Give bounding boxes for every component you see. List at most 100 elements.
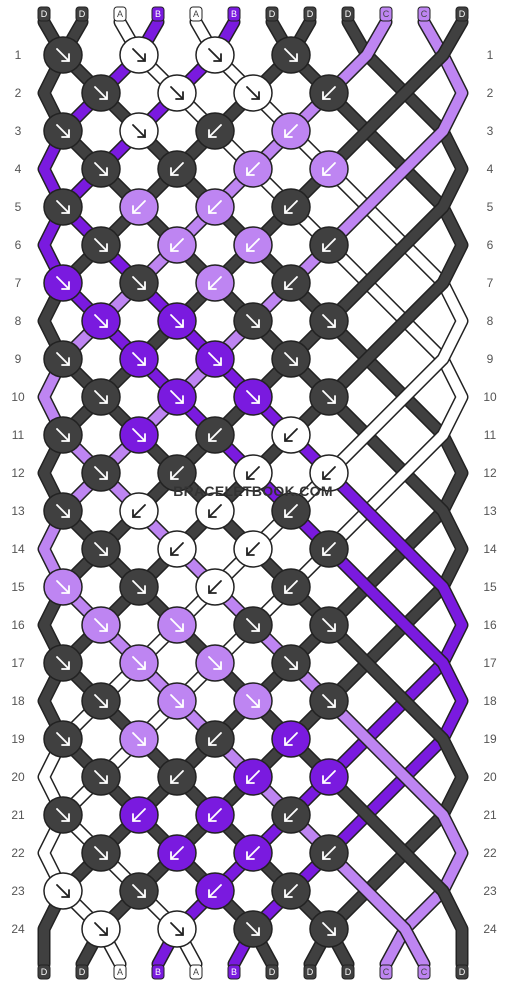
knot-r1-2 — [119, 36, 159, 74]
bottom-strand-label-tab — [341, 964, 355, 980]
row-number-right: 6 — [487, 238, 494, 252]
forward-arrow-icon — [170, 618, 184, 632]
knot-r9-2 — [119, 340, 159, 378]
row-number-left: 12 — [11, 466, 25, 480]
knot-r2-1 — [81, 74, 121, 112]
knot-r5-1 — [43, 188, 83, 226]
row-number-right: 21 — [483, 808, 497, 822]
bottom-strand-label: D — [269, 967, 276, 977]
knot-r7-3 — [195, 264, 235, 302]
forward-arrow-icon — [246, 86, 260, 100]
backward-arrow-icon — [170, 542, 184, 556]
knot-r17-3 — [195, 644, 235, 682]
top-strand-label: D — [307, 9, 314, 19]
backward-arrow-icon — [208, 732, 222, 746]
row-number-left: 24 — [11, 922, 25, 936]
knot-r8-2 — [157, 302, 197, 340]
row-number-left: 5 — [15, 200, 22, 214]
backward-arrow-icon — [208, 276, 222, 290]
knot-r22-2 — [157, 834, 197, 872]
forward-arrow-icon — [94, 314, 108, 328]
knot-r20-1 — [81, 758, 121, 796]
knot-r9-4 — [271, 340, 311, 378]
top-strand-label: B — [231, 9, 237, 19]
knot-r23-4 — [271, 872, 311, 910]
row-number-left: 20 — [11, 770, 25, 784]
row-number-left: 17 — [11, 656, 25, 670]
backward-arrow-icon — [246, 238, 260, 252]
backward-arrow-icon — [284, 124, 298, 138]
knot-r14-1 — [81, 530, 121, 568]
row-number-right: 22 — [483, 846, 497, 860]
forward-arrow-icon — [56, 352, 70, 366]
row-number-right: 17 — [483, 656, 497, 670]
bottom-strand-label-tab — [417, 964, 431, 980]
forward-arrow-icon — [170, 694, 184, 708]
knot-r1-4 — [271, 36, 311, 74]
forward-arrow-icon — [246, 314, 260, 328]
knot-r4-3 — [233, 150, 273, 188]
row-number-left: 8 — [15, 314, 22, 328]
knot-r19-4 — [271, 720, 311, 758]
row-number-right: 20 — [483, 770, 497, 784]
knot-r13-4 — [271, 492, 311, 530]
forward-arrow-icon — [56, 124, 70, 138]
top-strand-label-tab — [341, 6, 355, 22]
bottom-strand-label-tab — [37, 964, 51, 980]
bottom-strand-label: C — [421, 967, 428, 977]
knot-r9-1 — [43, 340, 83, 378]
knot-r17-1 — [43, 644, 83, 682]
forward-arrow-icon — [132, 352, 146, 366]
row-number-right: 24 — [483, 922, 497, 936]
backward-arrow-icon — [170, 846, 184, 860]
forward-arrow-icon — [208, 656, 222, 670]
top-strand-label: D — [345, 9, 352, 19]
knot-r7-1 — [43, 264, 83, 302]
row-number-right: 11 — [484, 428, 497, 442]
bottom-strand-label: D — [307, 967, 314, 977]
row-number-right: 1 — [487, 48, 494, 62]
row-number-right: 13 — [483, 504, 497, 518]
knot-r6-1 — [81, 226, 121, 264]
backward-arrow-icon — [322, 542, 336, 556]
row-number-right: 19 — [483, 732, 497, 746]
forward-arrow-icon — [132, 124, 146, 138]
bottom-strand-label-tab — [265, 964, 279, 980]
knot-r24-3 — [233, 910, 273, 948]
bottom-strand-label-tab — [227, 964, 241, 980]
backward-arrow-icon — [170, 238, 184, 252]
knot-r14-3 — [233, 530, 273, 568]
knot-r4-4 — [309, 150, 349, 188]
top-strand-label-tab — [417, 6, 431, 22]
knot-r15-1 — [43, 568, 83, 606]
backward-arrow-icon — [132, 504, 146, 518]
bottom-strand-label-tab — [189, 964, 203, 980]
forward-arrow-icon — [56, 276, 70, 290]
forward-arrow-icon — [56, 48, 70, 62]
forward-arrow-icon — [94, 542, 108, 556]
forward-arrow-icon — [56, 580, 70, 594]
knot-r8-4 — [309, 302, 349, 340]
knot-r2-4 — [309, 74, 349, 112]
knot-r1-1 — [43, 36, 83, 74]
knot-r21-3 — [195, 796, 235, 834]
backward-arrow-icon — [208, 428, 222, 442]
knot-r4-2 — [157, 150, 197, 188]
forward-arrow-icon — [132, 884, 146, 898]
knot-r16-4 — [309, 606, 349, 644]
knot-r22-4 — [309, 834, 349, 872]
row-number-right: 8 — [487, 314, 494, 328]
row-number-right: 18 — [483, 694, 497, 708]
backward-arrow-icon — [284, 732, 298, 746]
backward-arrow-icon — [246, 542, 260, 556]
knot-r6-3 — [233, 226, 273, 264]
backward-arrow-icon — [284, 504, 298, 518]
bottom-strand-label-tab — [151, 964, 165, 980]
knot-r6-4 — [309, 226, 349, 264]
knot-r21-4 — [271, 796, 311, 834]
forward-arrow-icon — [322, 390, 336, 404]
top-strand-label-tab — [189, 6, 203, 22]
row-number-right: 2 — [487, 86, 494, 100]
knot-r3-2 — [119, 112, 159, 150]
